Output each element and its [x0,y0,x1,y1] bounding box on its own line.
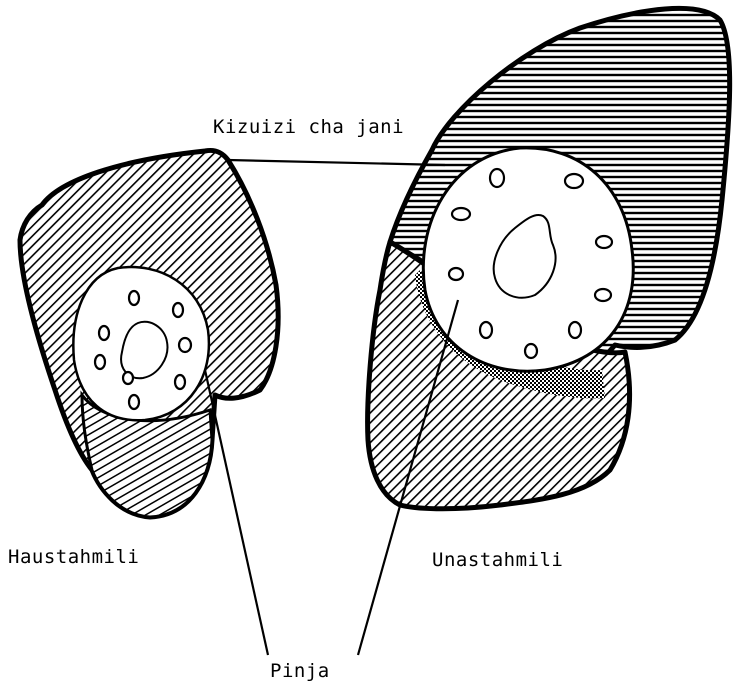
pith-label: Pinja [270,660,330,682]
leaf-scar-leader-left [228,160,445,165]
pith-leader-left [205,370,268,655]
tolerant-label: Unastahmili [432,549,563,571]
intolerant-label: Haustahmili [8,546,139,568]
tolerant-stem [368,8,730,508]
intolerant-stem [20,150,278,517]
leaf-scar-label: Kizuizi cha jani [213,116,404,138]
